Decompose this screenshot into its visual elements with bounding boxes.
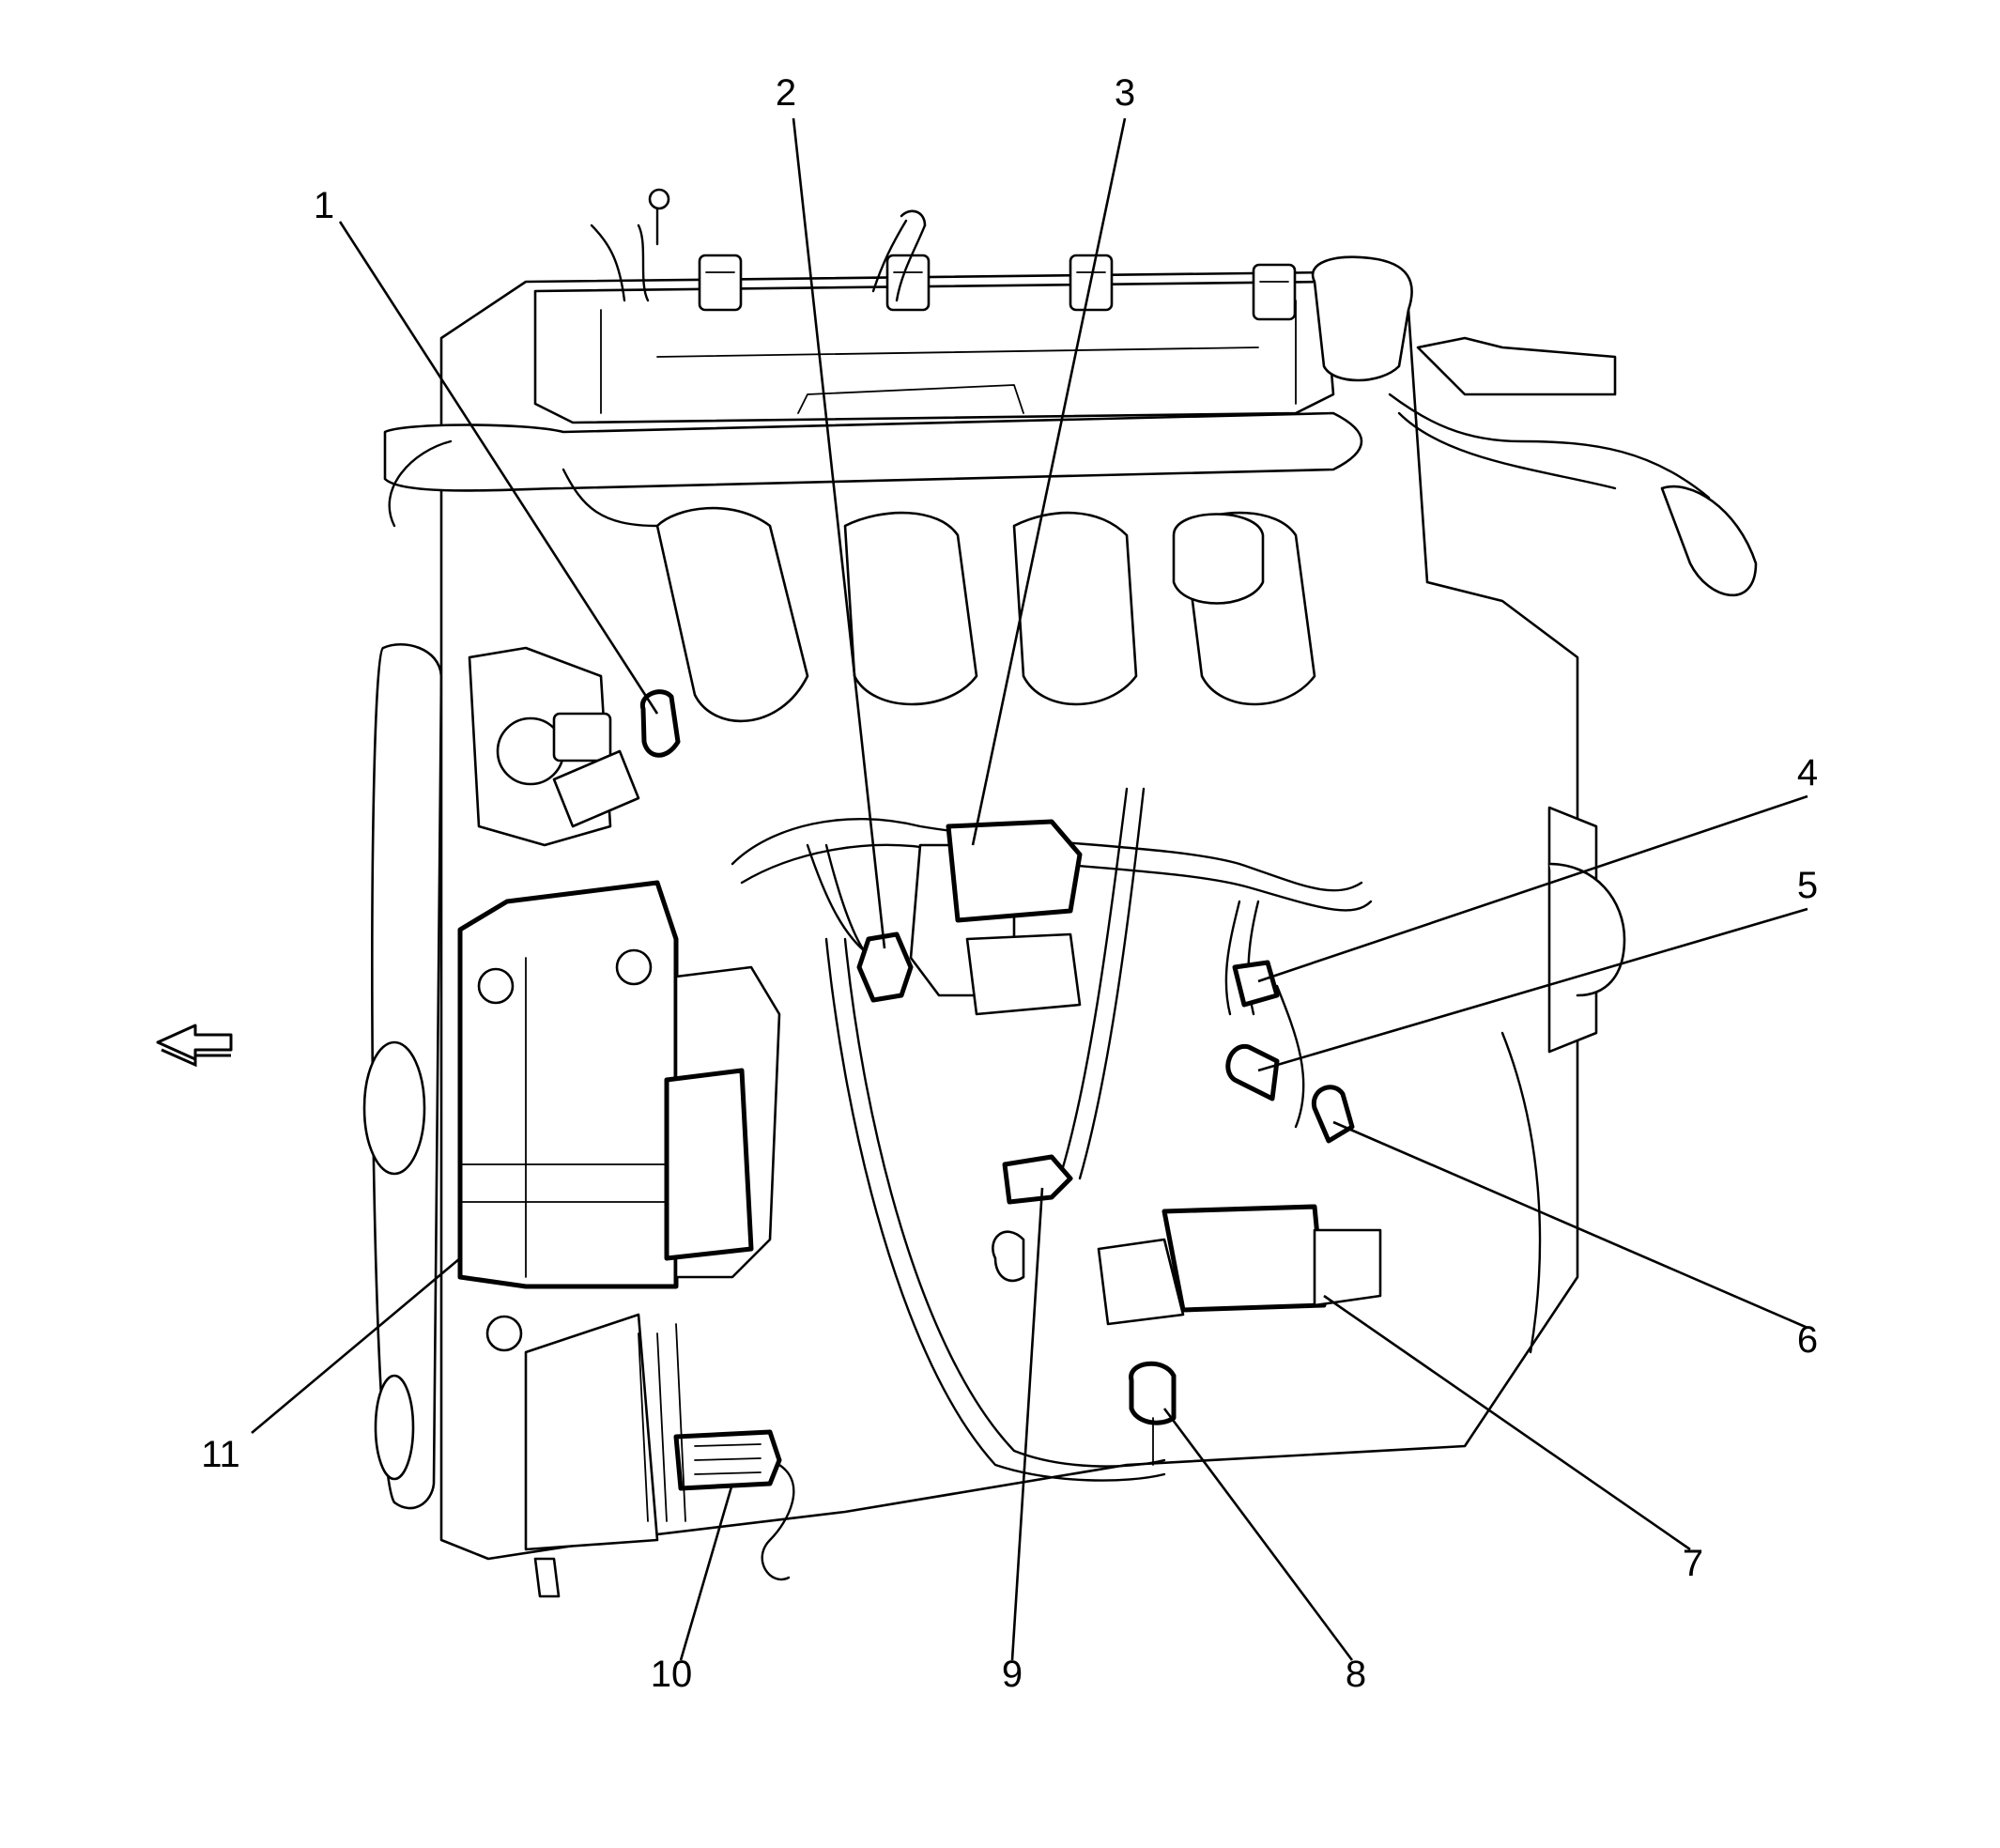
callout-5: 5 xyxy=(1797,865,1818,906)
tps-connector xyxy=(552,712,612,762)
valve-cover-ribs xyxy=(600,300,1297,414)
leader-line-2 xyxy=(792,117,886,949)
intake-runner-1 xyxy=(655,506,809,723)
iac-valve xyxy=(552,749,640,828)
crank-sensor-pigtail xyxy=(761,1463,795,1581)
egr-base xyxy=(965,932,1082,1016)
starter-terminal xyxy=(1097,1238,1185,1326)
crank-pulley xyxy=(362,1040,426,1176)
hose-fitting-right xyxy=(1416,336,1617,396)
callout-11: 11 xyxy=(201,1434,240,1475)
starter-solenoid xyxy=(1162,1204,1327,1313)
intake-runner-2 xyxy=(843,511,978,706)
callout-2: 2 xyxy=(776,72,796,114)
alternator-bolt-bottom xyxy=(485,1315,523,1352)
connector-4 xyxy=(1232,960,1280,1008)
oil-pan-fins xyxy=(638,1323,686,1522)
connector-6 xyxy=(1311,1085,1355,1144)
leader-line-5 xyxy=(1257,907,1808,1072)
callout-9: 9 xyxy=(1002,1654,1023,1695)
connector-9 xyxy=(1002,1154,1073,1205)
transaxle-flange xyxy=(1500,1031,1542,1354)
engine-line-art xyxy=(362,188,1758,1598)
valve-cover-baffle xyxy=(797,384,1024,414)
connector-2 xyxy=(856,932,914,1003)
leader-line-4 xyxy=(1257,794,1808,983)
alternator-housing xyxy=(457,880,679,1289)
callout-3: 3 xyxy=(1115,72,1135,114)
callout-8: 8 xyxy=(1346,1654,1366,1695)
harness-branch-9 xyxy=(1059,787,1129,1176)
callout-4: 4 xyxy=(1797,752,1818,793)
leader-line-7 xyxy=(1323,1294,1691,1551)
hollow-arrow-left-icon xyxy=(156,1024,233,1068)
breather-elbow xyxy=(900,209,927,227)
leader-line-1 xyxy=(338,221,659,715)
vacuum-cap xyxy=(648,188,670,210)
callout-1: 1 xyxy=(314,185,334,226)
oil-filler-cap xyxy=(1172,513,1265,605)
leader-line-6 xyxy=(1332,1120,1808,1330)
leader-line-3 xyxy=(971,117,1127,846)
callout-leader-lines xyxy=(251,117,1808,1661)
harness-branch-5 xyxy=(1275,984,1305,1129)
egr-valve-top xyxy=(1311,255,1413,382)
callout-labels: 1 2 3 4 5 6 7 8 9 10 11 xyxy=(201,72,1818,1695)
leader-line-10 xyxy=(679,1483,734,1661)
heater-hose-end xyxy=(1660,485,1758,597)
breather-tube xyxy=(871,219,927,302)
knock-sensor-8 xyxy=(1129,1361,1177,1425)
alternator-connector xyxy=(664,1068,754,1261)
leader-line-9 xyxy=(1010,1187,1044,1661)
heater-hoses xyxy=(1388,393,1711,500)
intake-runner-3 xyxy=(1012,511,1138,706)
idler-pulley xyxy=(374,1374,415,1481)
coolant-bypass-hose xyxy=(388,439,659,528)
connector-5 xyxy=(1225,1044,1280,1101)
harness-lower-run-outer xyxy=(843,937,1166,1468)
harness-main-outer xyxy=(740,843,1373,912)
egr-valve-3 xyxy=(946,819,1083,923)
harness-main xyxy=(731,817,1363,892)
callout-6: 6 xyxy=(1797,1319,1818,1361)
crank-sensor-10 xyxy=(673,1429,782,1491)
starter-nose xyxy=(1313,1228,1382,1307)
alternator-ribs xyxy=(459,957,677,1278)
harness-lower-run xyxy=(824,937,1166,1482)
leader-line-8 xyxy=(1162,1408,1354,1661)
starter-bolt xyxy=(992,1230,1025,1283)
callout-7: 7 xyxy=(1683,1543,1703,1584)
harness-branch-9b xyxy=(1078,787,1146,1180)
alternator-bolt-right xyxy=(615,948,653,986)
callout-10: 10 xyxy=(651,1654,693,1695)
alternator-bolt-top xyxy=(477,967,515,1005)
leader-line-11 xyxy=(251,1257,461,1434)
drain-plug xyxy=(533,1557,561,1598)
crank-sensor-ribs xyxy=(694,1443,762,1475)
oil-pan-left xyxy=(524,1313,659,1551)
